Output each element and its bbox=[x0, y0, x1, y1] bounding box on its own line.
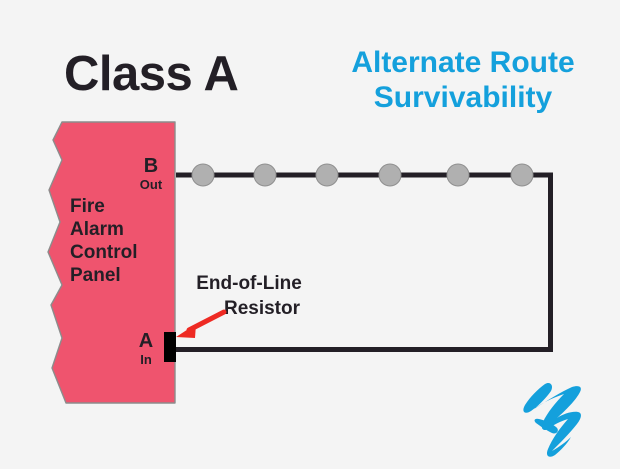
terminal-b-sublabel: Out bbox=[140, 177, 163, 192]
k-brand-logo bbox=[523, 382, 581, 457]
fire-alarm-control-panel[interactable] bbox=[47, 121, 176, 404]
panel-label-line-4: Panel bbox=[70, 265, 121, 286]
terminal-a-sublabel: In bbox=[140, 352, 152, 367]
device-node-6[interactable] bbox=[510, 163, 534, 187]
device-node-4[interactable] bbox=[378, 163, 402, 187]
device-node-1[interactable] bbox=[191, 163, 215, 187]
eol-annotation-line-1: End-of-Line bbox=[196, 273, 302, 294]
subtitle-line-2: Survivability bbox=[374, 81, 553, 114]
panel-label-line-2: Alarm bbox=[70, 219, 124, 240]
terminal-b-letter: B bbox=[144, 155, 158, 177]
panel-label-line-1: Fire bbox=[70, 196, 105, 217]
device-node-3[interactable] bbox=[315, 163, 339, 187]
eol-annotation-line-2: Resistor bbox=[224, 298, 301, 319]
eol-arrow-icon bbox=[176, 309, 227, 338]
terminal-a-letter: A bbox=[139, 330, 153, 352]
device-node-5[interactable] bbox=[446, 163, 470, 187]
subtitle-line-1: Alternate Route bbox=[351, 46, 574, 79]
panel-label-line-3: Control bbox=[70, 242, 138, 263]
device-node-2[interactable] bbox=[253, 163, 277, 187]
page-title: Class A bbox=[64, 47, 239, 101]
end-of-line-resistor[interactable] bbox=[164, 332, 176, 362]
